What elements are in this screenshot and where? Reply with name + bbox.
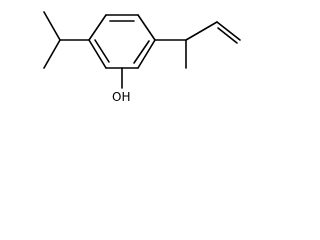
ring-bond-top-left [88,14,107,41]
ring-double-bond-left [94,39,110,63]
ring-bond-bottom-right [137,39,156,69]
butenyl-double-bond-inner [217,27,238,44]
butenyl-group [154,21,241,69]
isopropyl-methyl-upper-bond [43,11,61,41]
butenyl-double-bond-outer [216,21,241,41]
ring-double-bond-right [133,40,150,64]
isopropyl-methyl-lower-bond [43,39,61,69]
hydroxyl-group: OH [112,67,130,104]
benzene-ring [88,14,156,69]
molecule-structure-diagram: OH [43,11,241,104]
isopropyl-group [43,11,90,69]
ring-bond-bottom-left [88,39,107,69]
ring-bond-top-right [137,14,156,41]
butenyl-chain-bond [185,21,218,41]
hydroxyl-label: OH [112,90,130,104]
